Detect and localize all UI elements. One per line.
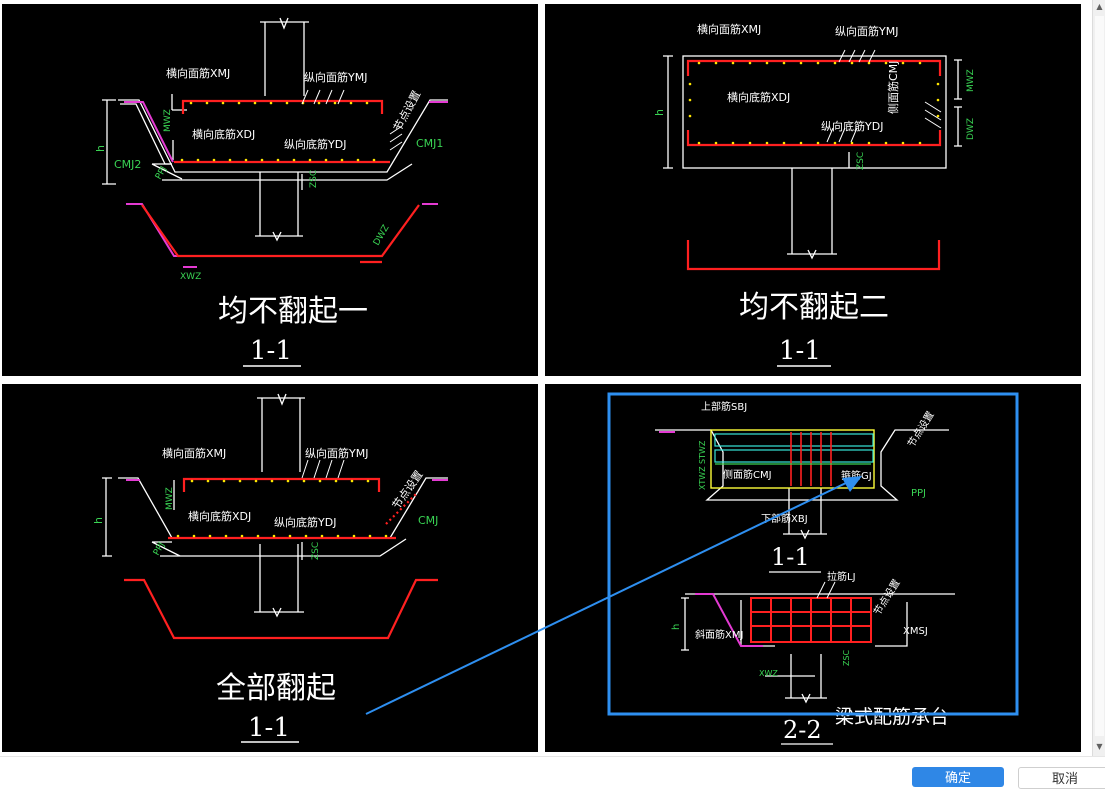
preview-panel-2[interactable]: 横向面筋XMJ 纵向面筋YMJ 横向底筋XDJ 纵向底筋YDJ 侧面筋CMJ M… — [545, 4, 1081, 376]
label-cmj2: CMJ2 — [114, 158, 141, 171]
diagram-2: 横向面筋XMJ 纵向面筋YMJ 横向底筋XDJ 纵向底筋YDJ 侧面筋CMJ M… — [653, 22, 976, 367]
label-sbj: 上部筋SBJ — [701, 400, 747, 413]
label-zsc: ZSC — [311, 542, 321, 560]
label-gj: 箍筋GJ — [841, 469, 872, 482]
label-h: h — [671, 624, 682, 630]
label-xmj: 横向面筋XMJ — [166, 66, 230, 80]
scroll-up-icon[interactable]: ▲ — [1096, 2, 1103, 11]
label-cmj1: CMJ1 — [416, 137, 443, 150]
label-dwz: DWZ — [372, 223, 392, 247]
label-ydj: 纵向底筋YDJ — [821, 119, 883, 133]
label-xbj: 下部筋XBJ — [761, 512, 808, 525]
preview-panel-4[interactable]: 上部筋SBJ 侧面筋CMJ 箍筋GJ 下部筋XBJ 节点设置 PPJ STWZ … — [545, 384, 1081, 752]
label-ppj: PPJ — [154, 165, 169, 182]
label-stwz: STWZ — [698, 440, 707, 464]
label-ymj: 纵向面筋YMJ — [305, 446, 368, 460]
diagram-4: 上部筋SBJ 侧面筋CMJ 箍筋GJ 下部筋XBJ 节点设置 PPJ STWZ … — [655, 400, 955, 745]
panel-4-title: 梁式配筋承台 — [835, 706, 949, 728]
cancel-button[interactable]: 取消 — [1018, 767, 1105, 789]
label-ppj: PPJ — [911, 488, 926, 499]
label-xmj: 横向面筋XMJ — [162, 446, 226, 460]
label-ydj: 纵向底筋YDJ — [284, 137, 346, 151]
label-zsc: ZSC — [842, 649, 851, 666]
label-xdj: 横向底筋XDJ — [192, 127, 255, 141]
label-mwz: MWZ — [966, 69, 976, 92]
label-mwz: MWZ — [163, 109, 173, 132]
label-h: h — [94, 145, 107, 152]
label-xdj: 横向底筋XDJ — [727, 90, 790, 104]
label-xmj: 横向面筋XMJ — [697, 22, 761, 36]
label-dwz: DWZ — [966, 118, 976, 140]
preview-panel-3[interactable]: 横向面筋XMJ 纵向面筋YMJ 横向底筋XDJ 纵向底筋YDJ 节点设置 CMJ… — [2, 384, 538, 752]
label-zsc: ZSC — [309, 170, 319, 188]
panel-1-section: 1-1 — [250, 336, 292, 366]
panel-2-section: 1-1 — [779, 336, 821, 366]
label-h: h — [92, 517, 105, 524]
ok-button[interactable]: 确定 — [912, 767, 1004, 787]
panel-3-title: 全部翻起 — [216, 671, 336, 706]
label-cmj: 侧面筋CMJ — [886, 61, 900, 114]
label-xwz: XWZ — [180, 272, 201, 282]
panel-4-section-b: 2-2 — [783, 716, 822, 744]
label-ydj: 纵向底筋YDJ — [274, 515, 336, 529]
label-jdsz-2: 节点设置 — [871, 577, 902, 617]
label-xdj: 横向底筋XDJ — [188, 509, 251, 523]
label-cmj: CMJ — [418, 514, 438, 527]
diagram-1: 横向面筋XMJ 纵向面筋YMJ 横向底筋XDJ 纵向底筋YDJ 节点设置 CMJ… — [94, 17, 448, 367]
panel-2-title: 均不翻起二 — [739, 290, 889, 325]
label-xwz: XWZ — [759, 669, 778, 678]
label-cmj: 侧面筋CMJ — [723, 468, 772, 481]
scroll-thumb[interactable] — [1095, 16, 1104, 736]
label-xmsj: XMSJ — [903, 626, 928, 637]
panel-3-section: 1-1 — [248, 713, 290, 743]
label-ymj: 纵向面筋YMJ — [835, 24, 898, 38]
label-jdsz: 节点设置 — [391, 88, 423, 133]
panel-1-title: 均不翻起一 — [218, 294, 368, 329]
preview-panel-1[interactable]: 横向面筋XMJ 纵向面筋YMJ 横向底筋XDJ 纵向底筋YDJ 节点设置 CMJ… — [2, 4, 538, 376]
label-zsc: ZSC — [856, 152, 866, 170]
label-lj: 拉筋LJ — [827, 570, 856, 583]
label-xtwz: XTWZ — [698, 466, 707, 490]
diagram-3: 横向面筋XMJ 纵向面筋YMJ 横向底筋XDJ 纵向底筋YDJ 节点设置 CMJ… — [92, 393, 448, 743]
label-mwz: MWZ — [165, 487, 175, 510]
vertical-scrollbar[interactable]: ▲ ▼ — [1092, 0, 1105, 756]
label-h: h — [653, 109, 666, 116]
panel-4-section-a: 1-1 — [771, 543, 810, 571]
label-jdsz: 节点设置 — [390, 468, 426, 511]
scroll-down-icon[interactable]: ▼ — [1096, 742, 1103, 751]
label-xmj: 斜面筋XMJ — [695, 628, 743, 641]
label-ymj: 纵向面筋YMJ — [304, 70, 367, 84]
